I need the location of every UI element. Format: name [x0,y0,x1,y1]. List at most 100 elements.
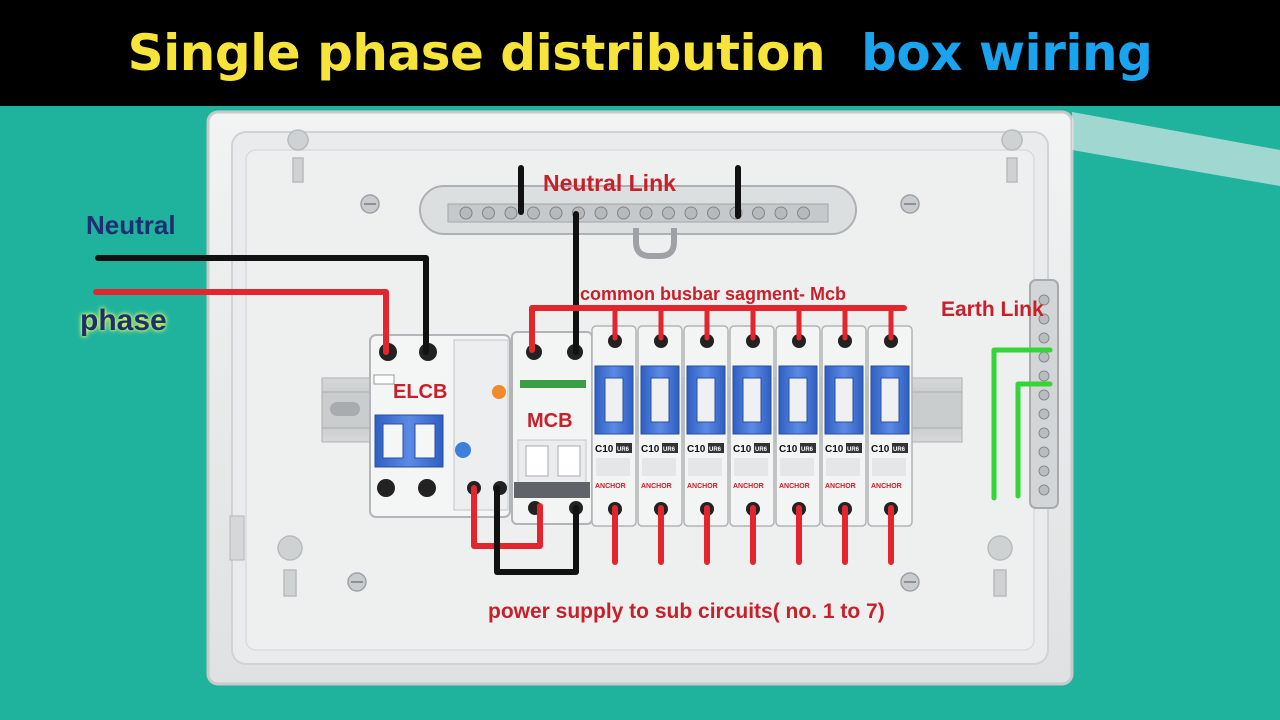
breaker-badge-box [846,443,862,453]
breaker-toggle [834,377,854,423]
breaker-spec-plate [688,458,722,476]
title-part1: Single phase distribution [127,24,826,82]
neutral-link-screw [774,206,788,220]
breaker-rating: C10 [733,444,752,455]
elcb-mcb-neutral-wire [494,485,579,575]
breaker-badge: UR6 [663,447,676,453]
breaker-brand: ANCHOR [825,483,856,490]
breaker-brand: ANCHOR [871,483,902,490]
breaker-badge-box [616,443,632,453]
title-bar: Single phase distribution box wiring [0,0,1280,106]
incoming-neutral-wire [95,255,429,355]
breaker-top-terminal [608,334,622,348]
supply-label: power supply to sub circuits( no. 1 to 7… [488,600,885,623]
phase-label: phase [80,304,167,337]
breaker-spec-plate [780,458,814,476]
breaker-top-terminal [792,334,806,348]
breaker-badge: UR6 [801,447,814,453]
breaker-badge: UR6 [617,447,630,453]
earth-link-screw [1038,446,1050,458]
earth-link-screw [1038,313,1050,325]
breaker-rating: C10 [595,444,614,455]
breaker-top-terminal [838,334,852,348]
earth-link-screw [1038,332,1050,344]
busbar-wire [529,305,907,353]
neutral-link-screw [797,206,810,220]
earth-wire-1 [991,347,1053,501]
breaker-toggle [880,377,900,423]
breaker-rating: C10 [871,444,890,455]
main-mcb-device [511,331,593,525]
breaker-badge: UR6 [709,447,722,453]
title-part2: box wiring [861,24,1153,82]
earth-link-screw [1038,370,1050,382]
neutral-label: Neutral [86,210,176,240]
earth-link-screw [1038,465,1050,477]
neutral-link-screw [662,206,675,220]
neutral-link-label: Neutral Link [543,170,676,196]
wires [93,165,1053,575]
breaker-toggle [650,377,670,423]
breaker-toggle [604,377,624,423]
elcb-mcb-phase-wire [471,485,543,549]
breaker-top-terminal [654,334,668,348]
neutral-link-screw [684,206,698,220]
breaker-brand: ANCHOR [733,483,764,490]
earth-link-screw [1038,294,1050,306]
neutral-link-screw [459,206,473,220]
breaker-toggle [788,377,808,423]
earth-link-screw [1038,427,1050,439]
breaker-spec-plate [642,458,676,476]
breaker-rating: C10 [687,444,706,455]
neutral-link-screw [482,206,495,220]
breaker-badge: UR6 [893,447,906,453]
neutral-link-screw [707,206,720,220]
earth-link-bar [1029,279,1059,509]
breaker-spec-plate [826,458,860,476]
breaker-badge-box [754,443,770,453]
breaker-badge-box [800,443,816,453]
elcb-device [369,334,511,518]
breaker-toggle [696,377,716,423]
breaker-badge: UR6 [847,447,860,453]
neutral-link-screw [617,206,630,220]
breaker-brand: ANCHOR [641,483,672,490]
breaker-top-terminal [884,334,898,348]
earth-link-screw [1038,484,1050,496]
breaker-brand: ANCHOR [779,483,810,490]
neutral-link-screw [504,206,518,220]
breaker-spec-plate [734,458,768,476]
breaker-spec-plate [872,458,906,476]
breaker-rating: C10 [641,444,660,455]
earth-link-label: Earth Link [941,298,1044,321]
breaker-badge-box [662,443,678,453]
neutral-link-screw [527,206,540,220]
neutral-link-screw [752,206,765,220]
earth-link-screw [1038,408,1050,420]
neutral-link-screw [639,206,653,220]
earth-link-screw [1038,389,1050,401]
breaker-spec-plate [596,458,630,476]
breaker-badge-box [708,443,724,453]
breaker-top-terminal [700,334,714,348]
busbar-label: common busbar sagment- Mcb [580,284,847,304]
breaker-badge: UR6 [755,447,768,453]
breaker-brand: ANCHOR [595,483,626,490]
neutral-link-screw [549,206,563,220]
breaker-brand: ANCHOR [687,483,718,490]
earth-link-screw [1038,351,1050,363]
neutral-link-bar [419,185,857,259]
breaker-rating: C10 [779,444,798,455]
earth-wire-2 [1015,381,1053,499]
breaker-top-terminal [746,334,760,348]
breaker-toggle [742,377,762,423]
neutral-link-screw [594,206,608,220]
elcb-label: ELCB [393,381,448,403]
